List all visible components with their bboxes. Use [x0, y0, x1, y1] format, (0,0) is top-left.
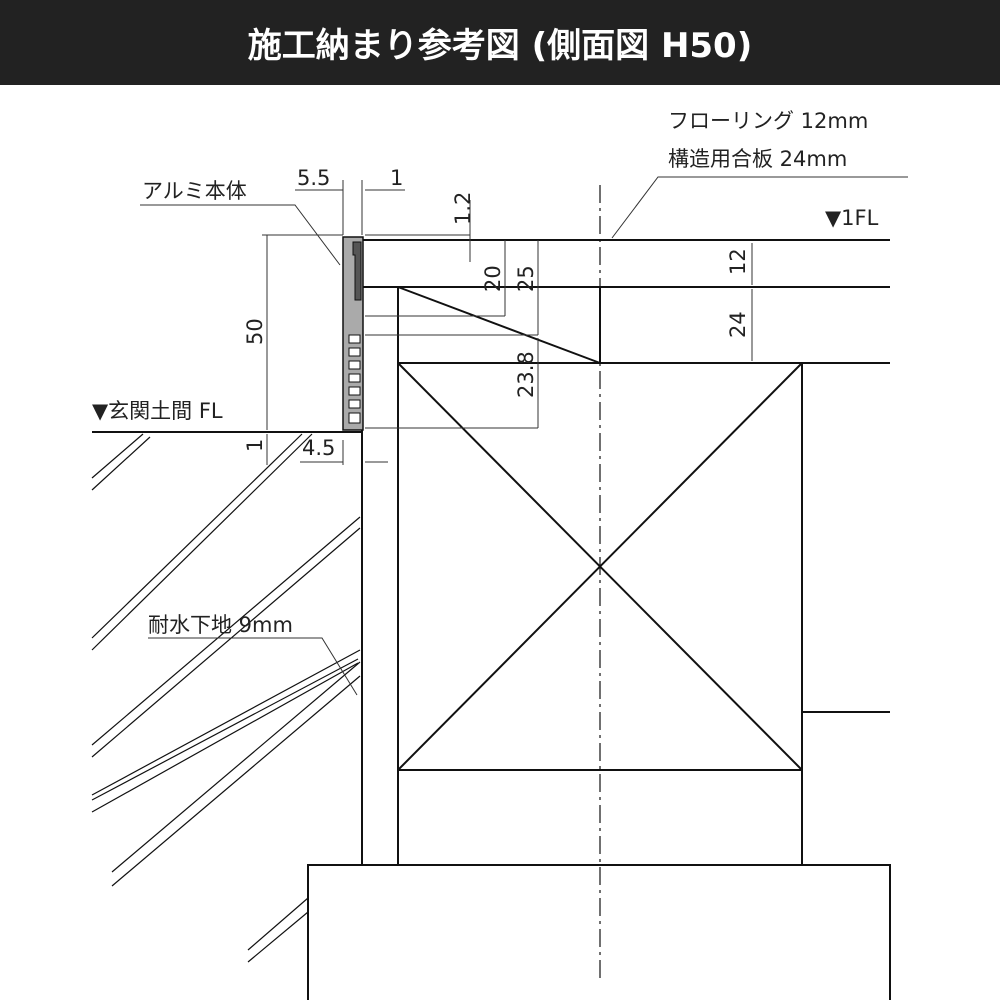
dim-1-2: 1.2	[451, 192, 475, 225]
plywood-label: 構造用合板 24mm	[668, 147, 847, 171]
soil-hatching	[91, 433, 361, 963]
genkan-fl-label: ▼玄関土間 FL	[92, 399, 223, 423]
page-title: 施工納まり参考図 (側面図 H50)	[0, 0, 1000, 85]
fl1-label: ▼1FL	[825, 206, 879, 230]
dim-1-top: 1	[390, 166, 403, 190]
flooring-label: フローリング 12mm	[668, 109, 868, 133]
waterproof-label: 耐水下地 9mm	[148, 613, 293, 637]
dim-50: 50	[243, 318, 267, 345]
dim-4-5: 4.5	[302, 436, 335, 460]
dim-20: 20	[481, 265, 505, 292]
plywood-slope	[397, 286, 601, 364]
dim-12: 12	[726, 248, 750, 275]
dim-25: 25	[514, 265, 538, 292]
dim-5-5: 5.5	[297, 166, 330, 190]
aluminum-profile	[342, 236, 364, 431]
dim-23-8: 23.8	[514, 351, 538, 398]
dim-24: 24	[726, 311, 750, 338]
dim-1-bottom: 1	[243, 439, 267, 452]
aluminum-label: アルミ本体	[142, 179, 247, 203]
foundation	[307, 864, 891, 1000]
